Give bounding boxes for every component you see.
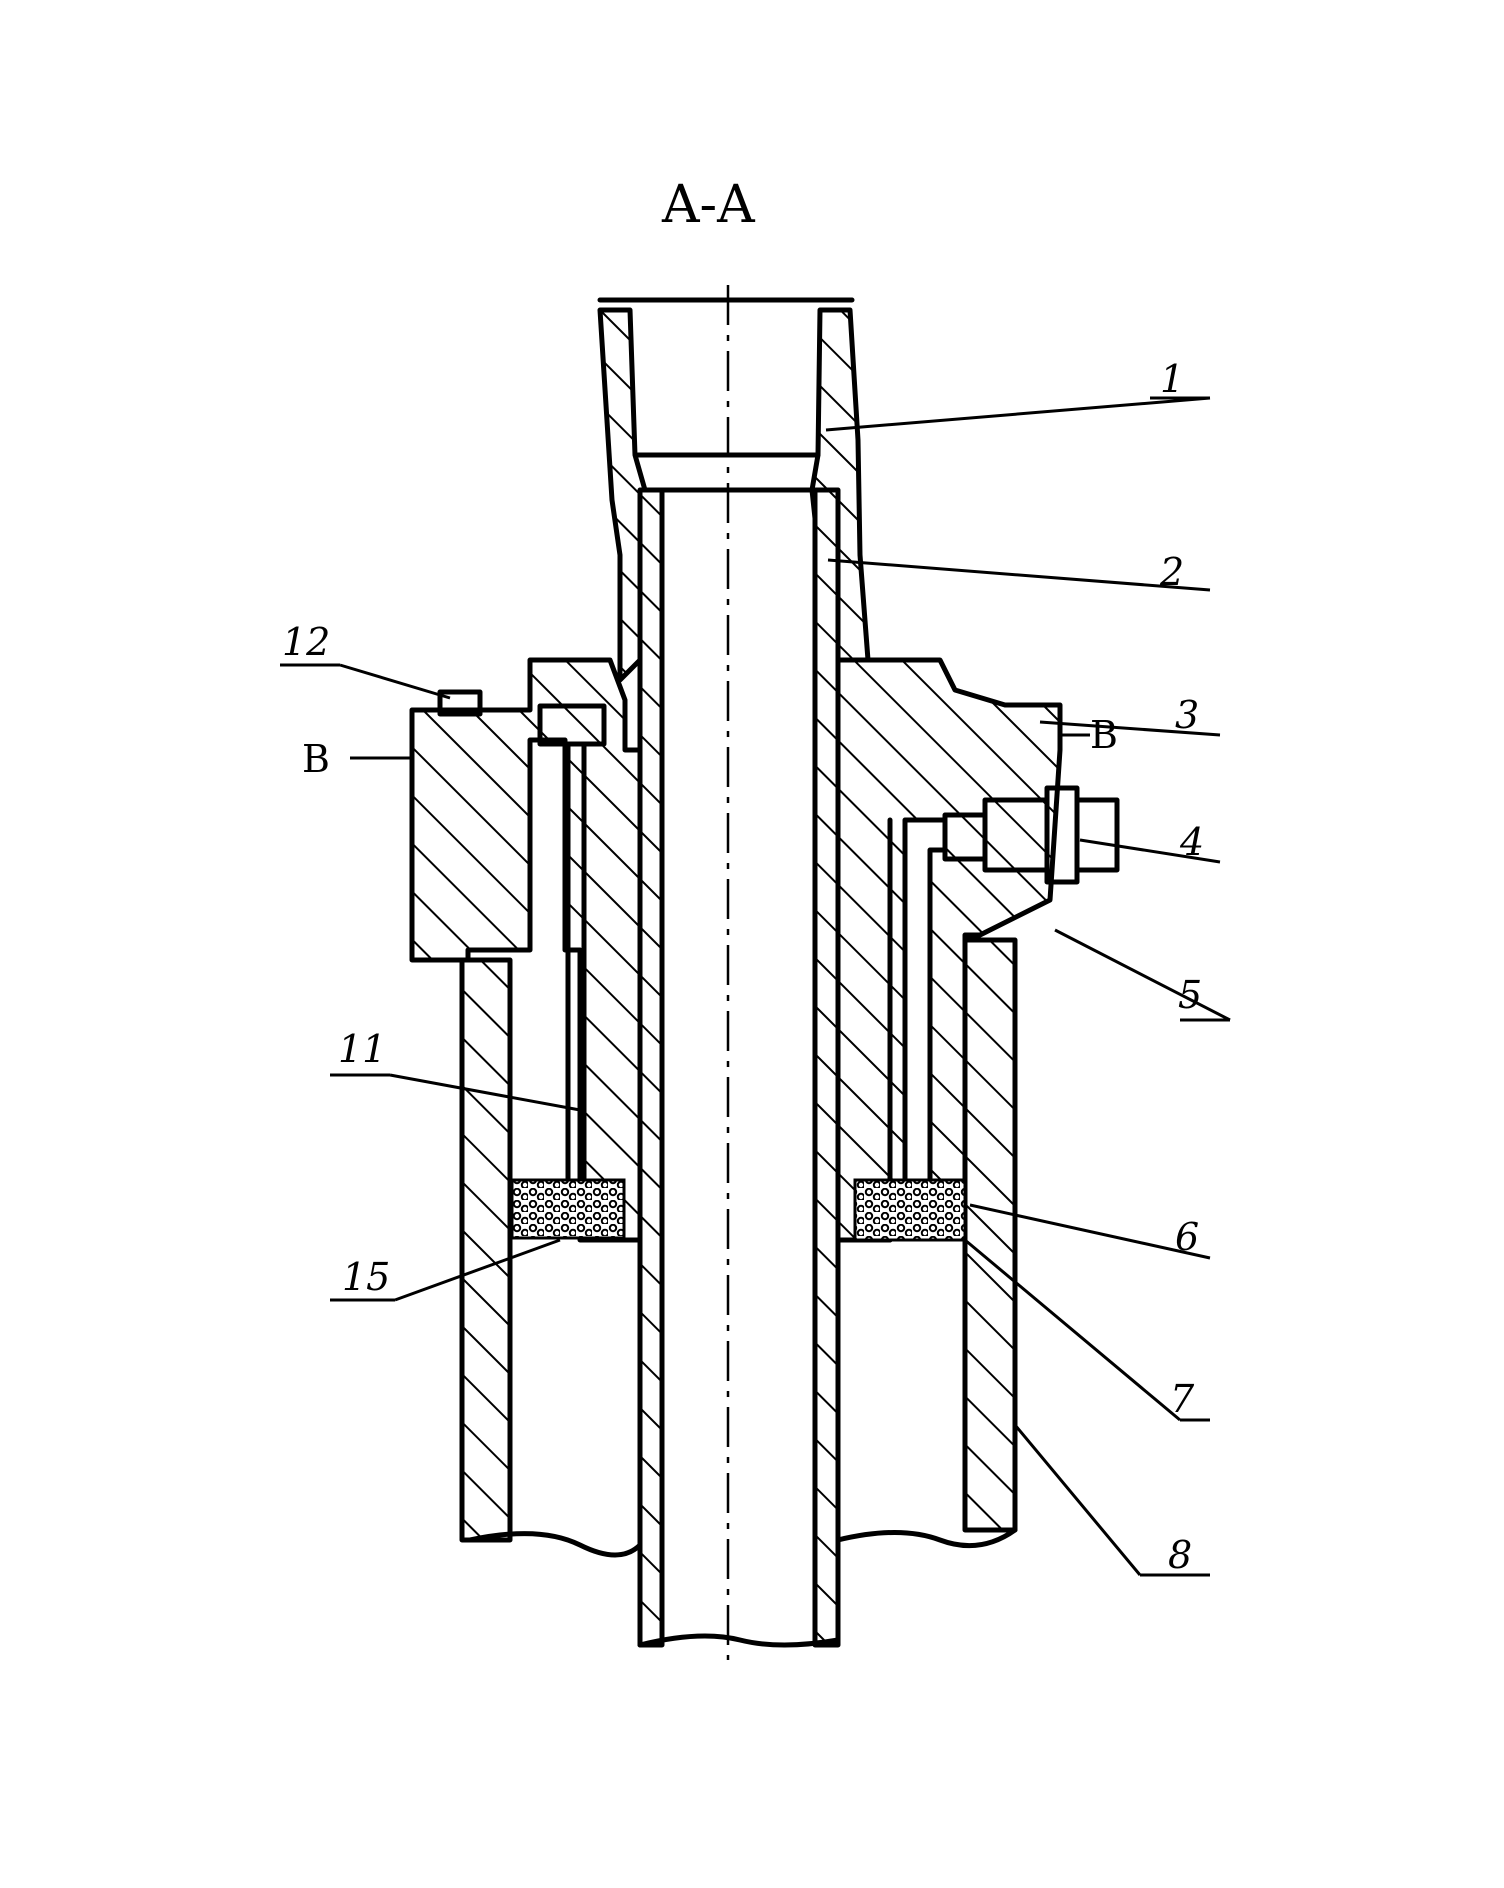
label-part-15: 15 xyxy=(342,1255,390,1299)
left-outer-tube xyxy=(459,957,643,1558)
part-12-nut xyxy=(437,689,483,717)
label-part-4: 4 xyxy=(1179,820,1204,864)
label-section-b-left: B xyxy=(302,737,330,781)
label-section-b-right: B xyxy=(1090,713,1118,757)
label-part-12: 12 xyxy=(282,620,330,664)
label-part-6: 6 xyxy=(1175,1215,1199,1259)
label-part-3: 3 xyxy=(1175,693,1199,737)
label-part-1: 1 xyxy=(1160,357,1184,401)
right-bolt xyxy=(942,785,1120,885)
inner-pipe xyxy=(637,487,841,1648)
label-part-11: 11 xyxy=(338,1027,386,1071)
right-flange xyxy=(835,657,1063,1243)
leader-lines xyxy=(280,396,1231,1577)
label-part-8: 8 xyxy=(1168,1533,1192,1577)
section-title: A-A xyxy=(661,175,756,235)
right-outer-tube xyxy=(835,937,1018,1549)
left-flange xyxy=(409,657,643,1263)
label-part-5: 5 xyxy=(1178,973,1202,1017)
label-part-2: 2 xyxy=(1159,550,1184,594)
label-part-7: 7 xyxy=(1170,1377,1195,1421)
left-bolt-head xyxy=(537,703,607,747)
